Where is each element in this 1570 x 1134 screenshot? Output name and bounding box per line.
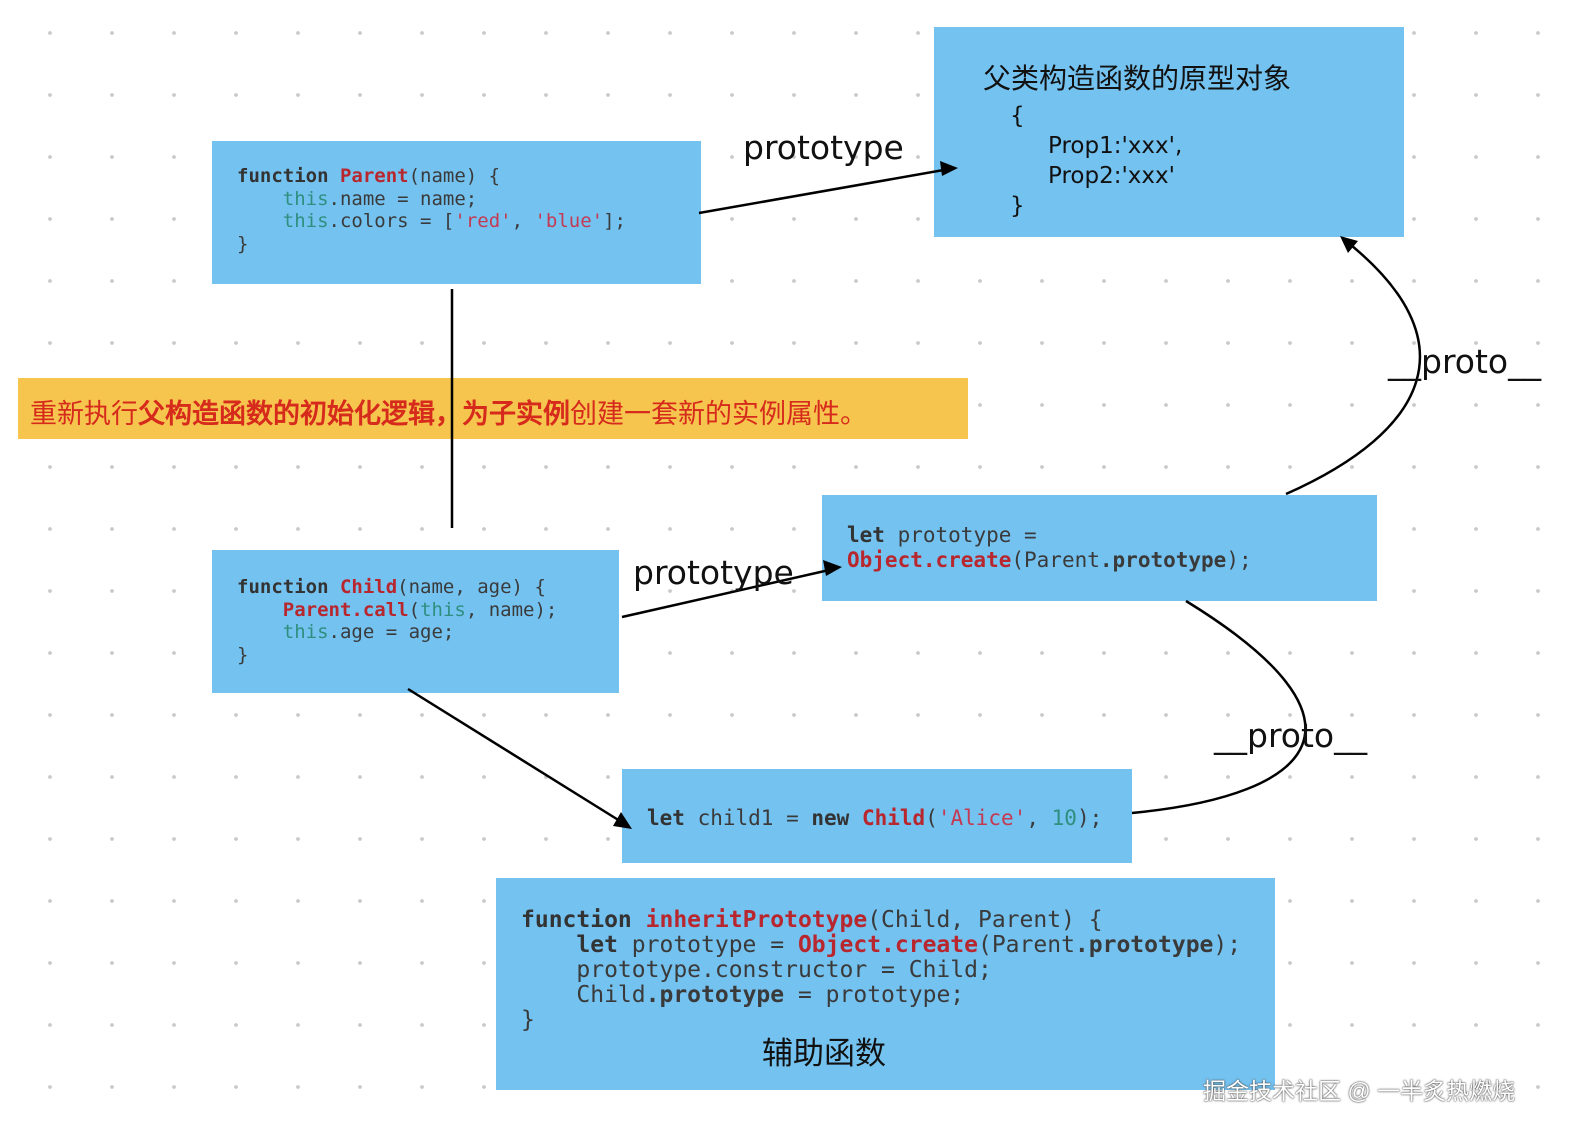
prototype-object-close-brace: } <box>1010 193 1025 219</box>
code-method: .call <box>351 598 409 621</box>
code-object: Object <box>797 932 882 958</box>
arrowhead-proto-to-parent-prototype <box>1340 236 1358 253</box>
prototype-object-box: 父类构造函数的原型对象 { Prop1:'xxx', Prop2:'xxx' } <box>934 27 1404 237</box>
code-string: 'blue' <box>534 210 604 232</box>
code-text: .age = age; <box>328 621 455 643</box>
watermark: 掘金技术社区 @ 一半炙热燃烧 <box>1203 1078 1516 1104</box>
code-text: = prototype; <box>784 982 965 1008</box>
object-create-code: let prototype = Object.create(Parent.pro… <box>847 523 1252 573</box>
code-function-name: Child <box>339 576 398 598</box>
curve-instance-proto <box>1131 599 1307 815</box>
arrow-child-instance <box>407 687 629 828</box>
edge-label-prototype-mid: prototype <box>633 553 794 592</box>
code-object: Object <box>847 548 923 572</box>
child-constructor-box: function Child(name, age) { Parent.call(… <box>212 550 619 693</box>
code-text: prototype.constructor = Child; <box>576 957 992 983</box>
curve-proto-to-parent-prototype <box>1285 240 1422 496</box>
instance-box: let child1 = new Child('Alice', 10); <box>622 769 1132 863</box>
code-keyword: new <box>811 806 850 830</box>
code-text: .name = name; <box>328 187 478 210</box>
explanation-part-3: 创建一套新的实例属性。 <box>570 399 867 430</box>
code-function-name: inheritPrototype <box>645 907 868 933</box>
explanation-banner: 重新执行父构造函数的初始化逻辑，为子实例创建一套新的实例属性。 <box>18 378 968 439</box>
code-text: (name, age) { <box>397 576 546 598</box>
code-this: this <box>420 598 466 621</box>
code-text: , name); <box>465 598 558 621</box>
edge-label-proto-lower: __proto__ <box>1214 716 1368 755</box>
code-number: 10 <box>1051 806 1077 830</box>
code-text: } <box>521 1007 535 1033</box>
code-this: this <box>282 621 329 643</box>
code-text: ( <box>925 806 938 830</box>
parent-constructor-box: function Parent(name) { this.name = name… <box>212 141 701 284</box>
code-text: (Parent <box>977 932 1075 958</box>
object-create-box: let prototype = Object.create(Parent.pro… <box>822 495 1377 601</box>
code-function-name: Parent <box>282 598 352 621</box>
helper-function-code: function inheritPrototype(Child, Parent)… <box>521 908 1241 1033</box>
code-method: .create <box>881 932 978 958</box>
code-text: prototype = <box>617 932 798 958</box>
code-text: prototype = <box>884 523 1037 547</box>
helper-function-box: function inheritPrototype(Child, Parent)… <box>496 878 1275 1090</box>
code-this: this <box>282 187 329 210</box>
code-text: ]; <box>603 210 626 232</box>
code-text: ); <box>1213 932 1242 958</box>
arrowhead-child-prototype <box>823 560 842 576</box>
arrowhead-parent-prototype <box>940 161 958 176</box>
code-text: (name) { <box>408 165 501 187</box>
prototype-object-prop1: Prop1:'xxx', <box>1048 133 1183 159</box>
code-text: Child <box>576 982 646 1008</box>
edge-label-prototype-top: prototype <box>743 128 904 167</box>
code-this: this <box>282 210 329 232</box>
code-string: 'red' <box>454 210 512 232</box>
code-property: .prototype <box>1074 932 1214 958</box>
code-property: .prototype <box>645 982 785 1008</box>
code-text: child1 = <box>684 806 812 830</box>
code-string: 'Alice' <box>937 806 1027 830</box>
code-method: .create <box>922 548 1012 572</box>
code-function-name: Parent <box>339 165 409 187</box>
arrowhead-child-instance <box>613 812 632 829</box>
helper-function-caption: 辅助函数 <box>762 1036 886 1072</box>
code-text: (Parent <box>1011 548 1100 572</box>
code-text: , <box>1026 806 1052 830</box>
code-text: } <box>237 643 249 666</box>
code-keyword: function <box>521 907 632 933</box>
child-constructor-code: function Child(name, age) { Parent.call(… <box>237 576 557 666</box>
arrow-child-prototype <box>621 566 839 619</box>
code-keyword: function <box>237 165 329 187</box>
prototype-object-prop2: Prop2:'xxx' <box>1048 163 1175 189</box>
parent-constructor-code: function Parent(name) { this.name = name… <box>237 165 626 255</box>
prototype-object-open-brace: { <box>1010 103 1025 129</box>
code-text: ( <box>408 598 421 621</box>
code-text: ); <box>1226 548 1252 572</box>
code-text: } <box>237 232 249 255</box>
code-text: , <box>511 210 535 232</box>
code-keyword: function <box>237 576 329 598</box>
code-text: (Child, Parent) { <box>867 907 1103 933</box>
prototype-object-title: 父类构造函数的原型对象 <box>983 62 1292 95</box>
code-keyword: let <box>576 932 618 958</box>
code-property: .prototype <box>1099 548 1227 572</box>
arrow-parent-prototype <box>698 166 956 215</box>
explanation-part-2: 父构造函数的初始化逻辑，为子实例 <box>138 399 570 430</box>
instance-code: let child1 = new Child('Alice', 10); <box>647 806 1102 831</box>
explanation-text: 重新执行父构造函数的初始化逻辑，为子实例创建一套新的实例属性。 <box>30 392 867 431</box>
edge-label-proto-right: __proto__ <box>1388 342 1542 381</box>
code-keyword: let <box>847 523 885 547</box>
explanation-part-1: 重新执行 <box>30 399 138 430</box>
code-text: ); <box>1076 806 1103 830</box>
code-function-name: Child <box>861 806 926 830</box>
code-text: .colors = [ <box>328 210 455 232</box>
code-keyword: let <box>647 806 685 830</box>
